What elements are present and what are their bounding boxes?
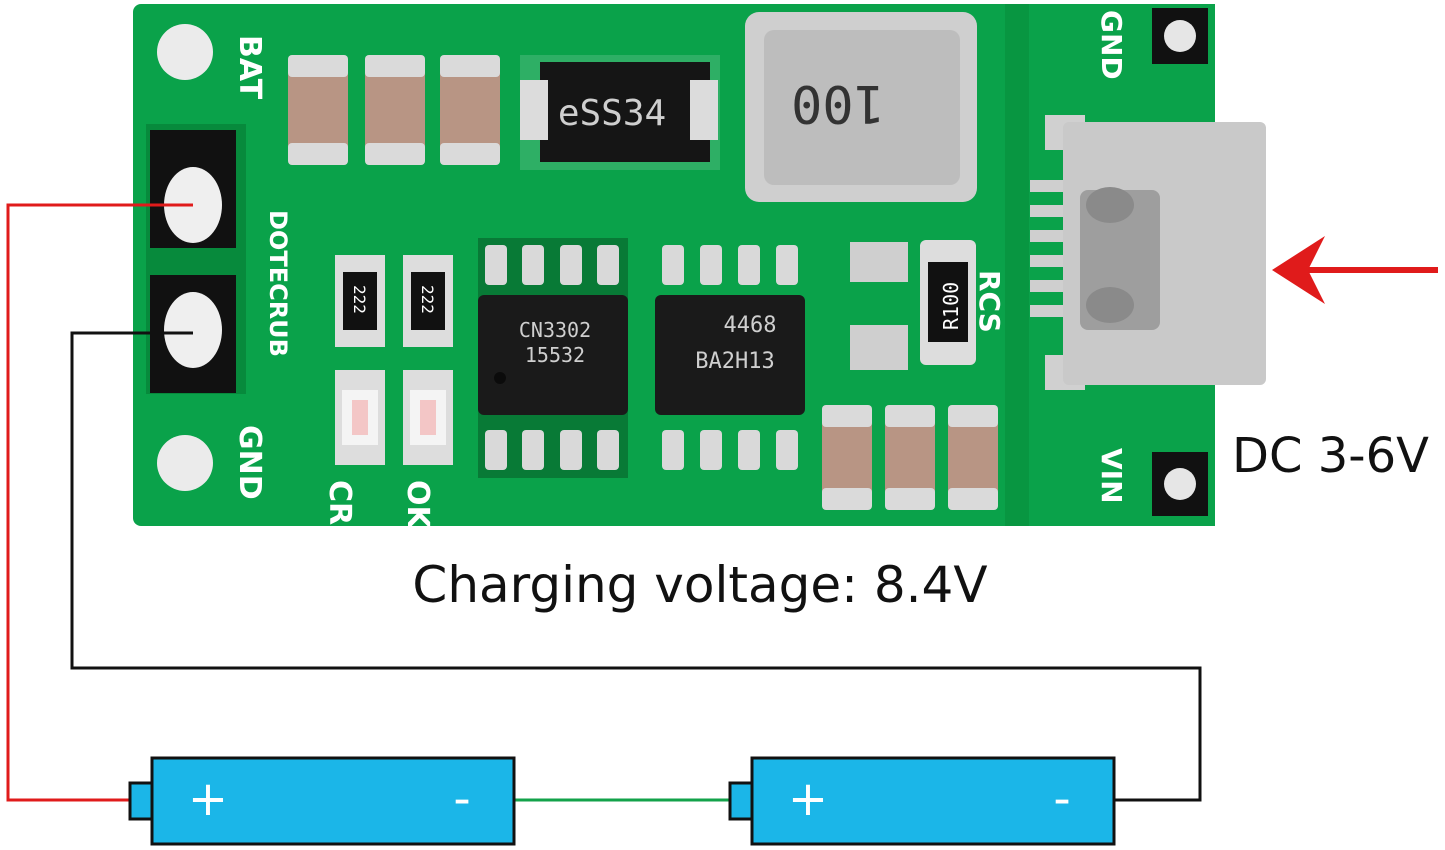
diode-marking: eSS34: [558, 93, 666, 134]
ic2-marking-line2: BA2H13: [695, 349, 774, 374]
inductor-100: 100: [745, 12, 977, 202]
battery-terminal: [128, 781, 156, 821]
led-ok: [403, 370, 453, 465]
resistor-222-a: 222: [335, 255, 385, 347]
ic-cn3302: CN3302 15532: [478, 238, 628, 478]
brand-logo-text: DOTECRUB: [264, 210, 292, 357]
arrow-left-icon: [1272, 236, 1438, 304]
ic1-marking-line2: 15532: [525, 343, 585, 367]
capacitor-group-top: [288, 55, 500, 165]
rcs-marking: R100: [939, 282, 963, 330]
wiring: [6, 203, 1202, 802]
battery-minus-sign: -: [453, 771, 470, 827]
led-cr: [335, 370, 385, 465]
wire-red-positive: [6, 203, 193, 802]
resistor-b-marking: 222: [418, 285, 437, 314]
capacitor-group-bottom: [822, 405, 998, 510]
battery-plus-sign: +: [188, 771, 228, 827]
input-voltage-caption: DC 3-6V: [1232, 428, 1429, 484]
pcb-board: BAT GND DOTECRUB CR OK RCS GND VIN GND V…: [133, 4, 1266, 531]
label-gnd-left: GND: [232, 425, 267, 500]
pcb-edge: [1005, 4, 1029, 526]
label-cr: CR: [322, 480, 357, 525]
label-ok: OK: [400, 480, 435, 531]
gnd-top-hole: [1164, 20, 1196, 52]
resistor-a-marking: 222: [350, 285, 369, 314]
resistor-rcs: R100: [920, 240, 976, 365]
ic2-marking-line1: 4468: [724, 313, 777, 338]
ic-4468: 4468 BA2H13: [655, 245, 805, 470]
smd-pad: [850, 242, 908, 282]
charging-voltage-caption: Charging voltage: 8.4V: [412, 556, 987, 614]
battery-2: + -: [728, 756, 1116, 846]
usb-c-port-icon: [1030, 115, 1266, 390]
battery-1: + -: [128, 756, 516, 846]
mounting-hole: [157, 24, 213, 80]
gnd-solder-pad: [164, 292, 222, 368]
smd-pad: [850, 325, 908, 370]
ic1-marking-line1: CN3302: [519, 318, 591, 342]
inductor-marking: 100: [791, 73, 885, 133]
label-gnd-top-text: GND: [1095, 10, 1128, 80]
battery-body: [150, 756, 516, 846]
label-bat: BAT: [232, 35, 267, 100]
label-rcs: RCS: [973, 270, 1006, 333]
vin-hole: [1164, 468, 1196, 500]
battery-body: [750, 756, 1116, 846]
wire-black-negative: [70, 331, 1202, 802]
battery-plus-sign: +: [788, 771, 828, 827]
battery-minus-sign: -: [1053, 771, 1070, 827]
label-vin-text: VIN: [1095, 448, 1128, 504]
battery-terminal: [728, 781, 756, 821]
resistor-222-b: 222: [403, 255, 453, 347]
diode-ess34: eSS34: [520, 55, 720, 170]
mounting-hole: [157, 435, 213, 491]
